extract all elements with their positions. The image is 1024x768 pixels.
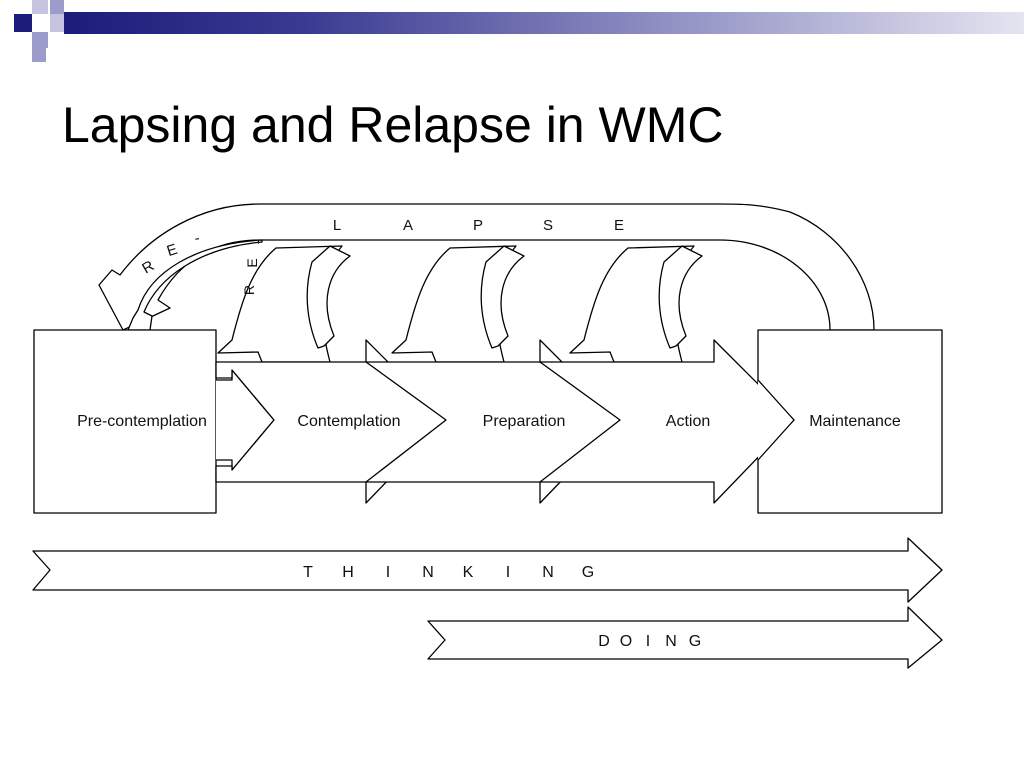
lapse-return-arrow-2 [480, 245, 525, 349]
lapse-letter: L [333, 217, 341, 234]
header-gradient-bar [64, 12, 1024, 34]
thinking-letter: N [422, 564, 434, 581]
relapse-outer-letter: - [193, 230, 200, 248]
header-square [32, 0, 48, 14]
thinking-letter: K [463, 564, 474, 581]
relapse-inner-letter: R [241, 285, 257, 295]
doing-letter: N [665, 633, 677, 650]
slide-header-decoration [0, 0, 1024, 70]
header-square [32, 32, 48, 48]
action-arrow [539, 339, 795, 504]
relapse-outer-letter: E [165, 241, 180, 260]
lapse-letter: E [614, 217, 624, 234]
contemplation-arrow [215, 339, 447, 504]
header-square [14, 32, 32, 48]
lapse-letter: S [543, 217, 553, 234]
lapse-letter: P [473, 217, 483, 234]
preparation-arrow [365, 339, 621, 504]
stage-label-action: Action [666, 413, 710, 430]
stage-label-contemplation: Contemplation [297, 413, 400, 430]
thinking-letter: I [506, 564, 510, 581]
doing-letter: I [646, 633, 650, 650]
thinking-letter: N [542, 564, 554, 581]
relapse-inner-letter: - [249, 239, 265, 244]
stage-label-preparation: Preparation [483, 413, 566, 430]
thinking-letter: H [342, 564, 354, 581]
header-square [14, 14, 32, 32]
slide-title: Lapsing and Relapse in WMC [62, 97, 724, 153]
doing-letter: O [620, 633, 632, 650]
header-square [32, 14, 50, 32]
pre-contemplation-box [33, 329, 217, 514]
stage-label-maintenance: Maintenance [809, 413, 901, 430]
doing-letter: G [689, 633, 701, 650]
header-square [50, 14, 64, 32]
thinking-arrow [32, 537, 943, 603]
doing-letter: D [598, 633, 610, 650]
thinking-letter: I [386, 564, 390, 581]
header-square [32, 48, 46, 62]
lapse-return-arrow-1 [306, 245, 351, 349]
lapse-letter: A [403, 217, 413, 234]
maintenance-arrow-tip [757, 379, 795, 461]
relapse-outer-arrow [98, 203, 875, 331]
relapse-inner-letter: E [244, 258, 260, 267]
lapse-return-arrow-3 [658, 245, 703, 349]
doing-arrow [427, 606, 943, 669]
stage-label-pre-contemplation: Pre-contemplation [77, 413, 207, 430]
header-square [50, 0, 64, 14]
header-square [0, 0, 14, 14]
thinking-letter: T [303, 564, 313, 581]
wmc-stages-diagram: Pre-contemplation Contemplation Preparat… [32, 203, 943, 669]
thinking-letter: G [582, 564, 594, 581]
